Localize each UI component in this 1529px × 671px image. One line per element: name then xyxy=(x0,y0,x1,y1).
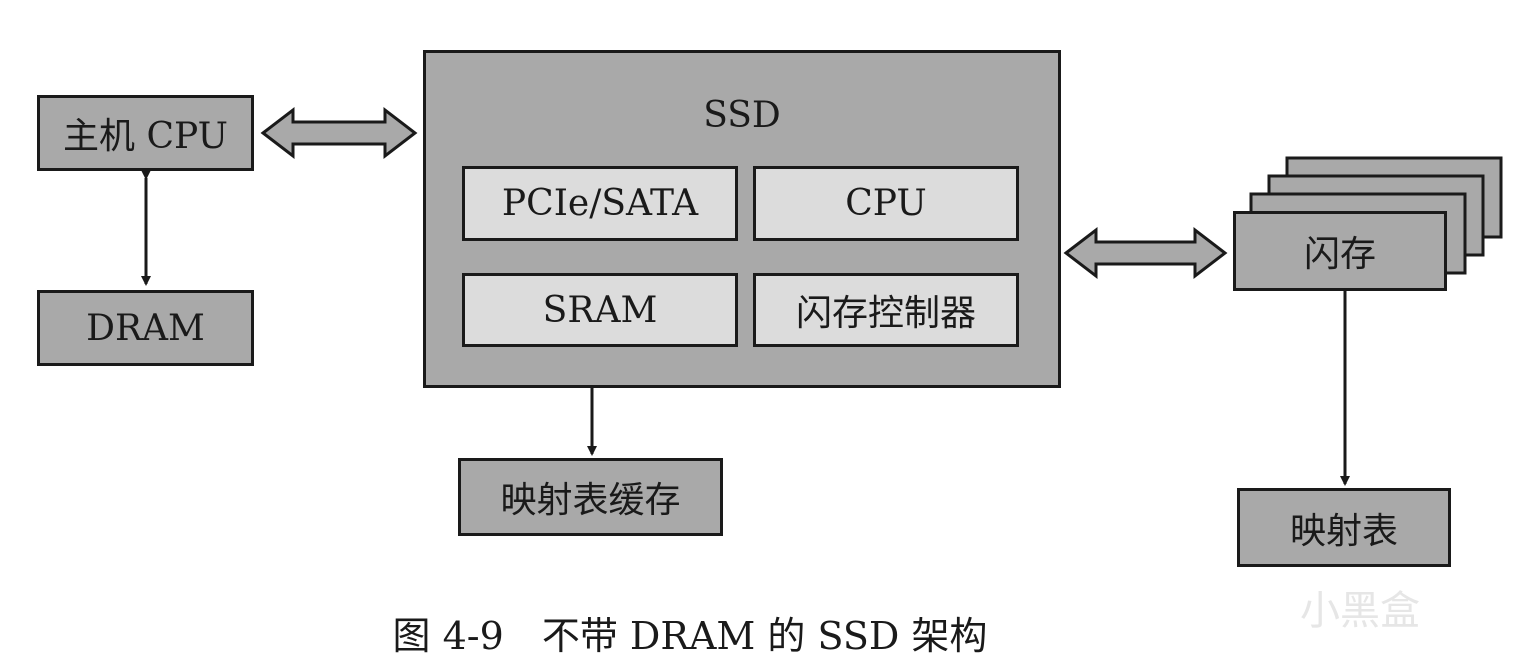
host-cpu-box: 主机 CPU xyxy=(37,95,254,171)
ssd-title: SSD xyxy=(703,95,781,136)
mapping-cache-label: 映射表缓存 xyxy=(500,480,681,521)
dram-label: DRAM xyxy=(86,307,205,349)
mapping-cache-box: 映射表缓存 xyxy=(458,458,723,536)
host-ssd-bidirectional-arrow xyxy=(260,106,418,160)
ssd-cpu-label: CPU xyxy=(845,183,927,224)
mapping-table-label: 映射表 xyxy=(1289,510,1398,552)
mapping-table-box: 映射表 xyxy=(1237,488,1451,567)
host-cpu-label: 主机 CPU xyxy=(63,116,228,157)
sram-box: SRAM xyxy=(462,273,738,347)
flash-label: 闪存 xyxy=(1303,234,1376,275)
figure-caption: 图 4-9 不带 DRAM 的 SSD 架构 xyxy=(392,614,988,658)
flash-box: 闪存 xyxy=(1233,211,1447,291)
flash-controller-label: 闪存控制器 xyxy=(795,293,976,334)
interface-label: PCIe/SATA xyxy=(501,183,699,224)
ssd-cpu-box: CPU xyxy=(753,166,1019,241)
sram-label: SRAM xyxy=(542,289,658,331)
watermark: 小黑盒 xyxy=(1300,588,1420,634)
ssd-flash-bidirectional-arrow xyxy=(1063,226,1228,280)
interface-box: PCIe/SATA xyxy=(462,166,738,241)
flash-controller-box: 闪存控制器 xyxy=(753,273,1019,347)
dram-box: DRAM xyxy=(37,290,254,366)
